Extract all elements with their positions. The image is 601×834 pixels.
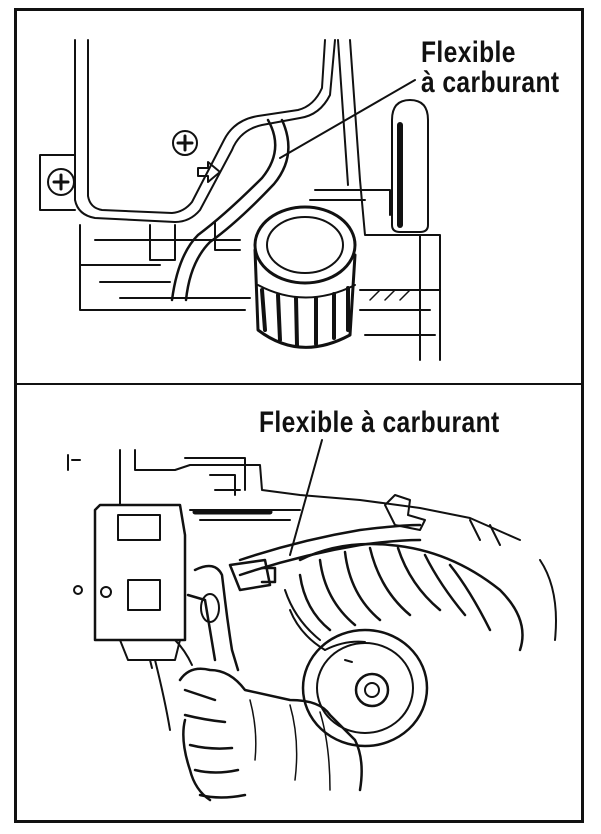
engine-housing: [75, 40, 335, 222]
callout-leader-bottom: [290, 440, 322, 555]
fuel-hose-top: [172, 120, 275, 300]
bolt-icon: [74, 586, 82, 594]
pulley-center: [365, 683, 379, 697]
lower-block: [150, 222, 240, 260]
top-callout-line2: à carburant: [421, 66, 560, 99]
hand-detail: [250, 700, 330, 790]
pulley-hub: [356, 674, 388, 706]
pulley-detail: [325, 642, 365, 662]
center-screw-icon: [173, 131, 197, 155]
left-screw-cross: [54, 175, 68, 189]
fuel-cap-ring: [258, 285, 355, 298]
fuel-cap-body: [255, 250, 355, 347]
top-frame-2: [185, 458, 245, 495]
pulley-rim: [317, 643, 413, 733]
bracket-base: [120, 640, 180, 668]
right-post: [392, 100, 428, 232]
right-housing: [338, 40, 440, 360]
top-panel-illustration: [40, 40, 440, 360]
hand-fingers: [185, 690, 245, 798]
left-screw-icon: [48, 169, 74, 195]
fuel-hose-bottom: [240, 525, 420, 560]
pliers-icon: [188, 566, 238, 670]
bracket-hole: [101, 587, 111, 597]
connector-fitting: [230, 560, 275, 590]
lower-base: [80, 225, 250, 310]
left-bracket-detail: [118, 515, 160, 610]
figure-frame: [14, 8, 584, 823]
cylinder-fins: [300, 548, 490, 630]
left-frame: [40, 155, 75, 210]
fuel-cap-ribs: [262, 288, 348, 345]
center-screw-cross: [178, 136, 192, 150]
housing-bracket: [310, 190, 390, 215]
direction-arrow-icon: [198, 162, 220, 182]
fuel-cap-top: [255, 207, 355, 283]
callout-leader-top: [280, 80, 415, 158]
hand-outline: [180, 669, 362, 800]
pulley-outer: [303, 630, 427, 746]
engine-housing-inner: [88, 40, 325, 213]
left-arm: [155, 640, 192, 730]
pliers-pivot: [201, 594, 219, 622]
hatching-top: [370, 290, 410, 300]
bottom-callout: Flexible à carburant: [259, 406, 500, 439]
fuel-hose-bottom-edge: [240, 540, 420, 575]
top-frame: [120, 450, 520, 540]
left-bracket: [95, 505, 185, 640]
right-lower: [360, 235, 440, 360]
left-stub: [68, 455, 80, 470]
fuel-cap-inner: [267, 217, 343, 273]
cylinder-outline: [300, 544, 523, 650]
right-edge-lines: [470, 520, 556, 640]
top-callout-line1: Flexible: [421, 36, 516, 69]
bottom-panel-illustration: [68, 440, 556, 800]
